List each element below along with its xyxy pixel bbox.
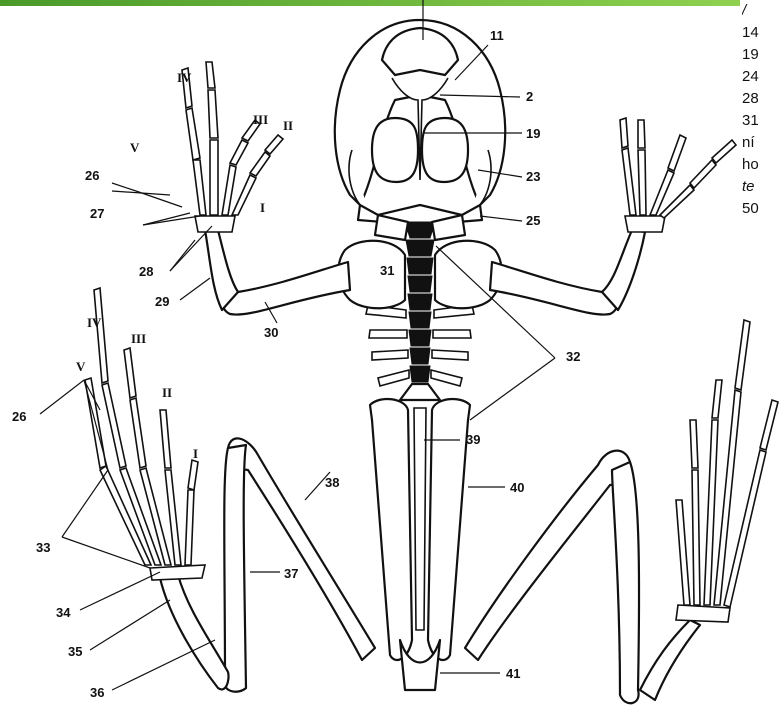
hand-digit-I: I [260,200,265,215]
label-36: 36 [90,685,104,700]
label-37: 37 [284,566,298,581]
label-11: 11 [490,28,504,43]
label-33: 33 [36,540,50,555]
label-32: 32 [566,349,580,364]
left-forelimb [182,62,350,315]
label-31: 31 [380,263,394,278]
foot-digit-I: I [193,446,198,461]
label-28: 28 [139,264,153,279]
label-19: 19 [526,126,540,141]
label-39: 39 [466,432,480,447]
label-2: 2 [526,89,533,104]
foot-digit-IV: IV [87,315,102,330]
label-34: 34 [56,605,71,620]
label-35: 35 [68,644,82,659]
pelvic-girdle [370,399,470,690]
hand-digit-II: II [283,118,293,133]
label-41: 41 [506,666,520,681]
label-23: 23 [526,169,540,184]
foot-digit-II: II [162,385,172,400]
right-hindlimb [465,320,778,703]
label-38: 38 [325,475,339,490]
hand-digit-III: III [253,112,268,127]
foot-digit-III: III [131,331,146,346]
label-29: 29 [155,294,169,309]
hand-digit-V: V [130,140,140,155]
label-40: 40 [510,480,524,495]
label-26-foot: 26 [12,409,26,424]
foot-digit-V: V [76,359,86,374]
hand-digit-IV: IV [177,70,192,85]
skull [335,20,505,225]
label-27: 27 [90,206,104,221]
label-25: 25 [526,213,540,228]
label-26-hand: 26 [85,168,99,183]
label-30: 30 [264,325,278,340]
